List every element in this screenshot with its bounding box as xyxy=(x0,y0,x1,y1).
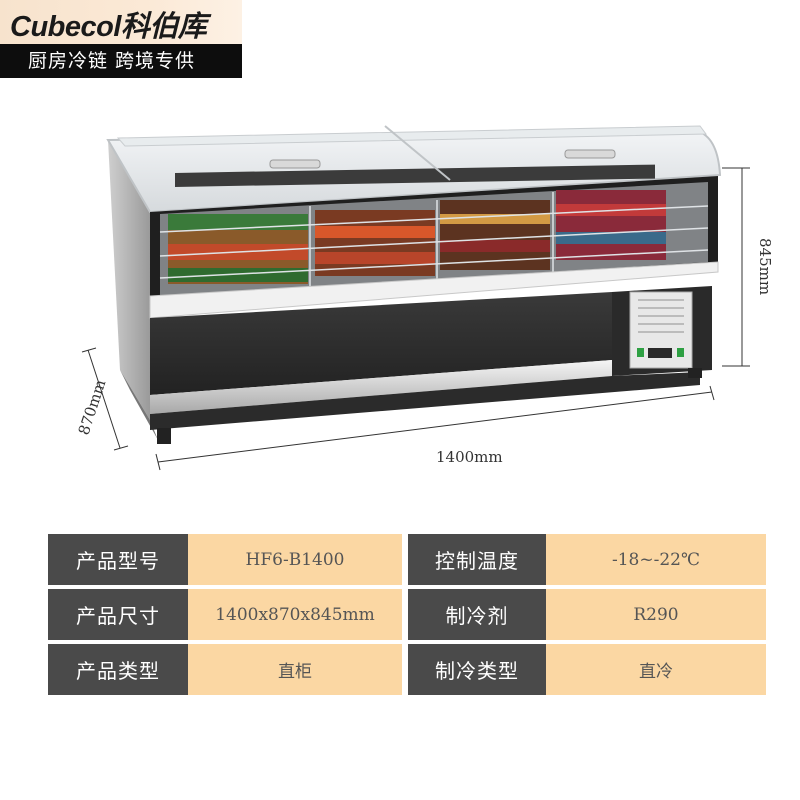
compressor-unit xyxy=(612,286,712,376)
brand-banner: Cubecol科伯库 厨房冷链 跨境专供 xyxy=(0,0,242,80)
spec-label-temperature: 控制温度 xyxy=(402,534,546,585)
brand-tagline: 厨房冷链 跨境专供 xyxy=(0,44,242,78)
frozen-goods xyxy=(168,190,666,284)
spec-label-refrigerant: 制冷剂 xyxy=(402,589,546,640)
freezer-glass-lid xyxy=(106,125,722,214)
freezer-foot xyxy=(157,428,171,444)
temperature-display-icon xyxy=(648,348,672,358)
brand-logo-area: Cubecol科伯库 xyxy=(0,0,242,44)
spec-label-size: 产品尺寸 xyxy=(48,589,188,640)
spec-label-model: 产品型号 xyxy=(48,534,188,585)
spec-value-temperature: -18~-22℃ xyxy=(546,534,766,585)
spec-label-type: 产品类型 xyxy=(48,644,188,695)
spec-value-size: 1400x870x845mm xyxy=(188,589,402,640)
spec-label-cooling-type: 制冷类型 xyxy=(402,644,546,695)
spec-value-refrigerant: R290 xyxy=(546,589,766,640)
light-switch-icon xyxy=(677,348,684,357)
spec-value-type: 直柜 xyxy=(188,644,402,695)
power-switch-icon xyxy=(637,348,644,357)
freezer-side-panel xyxy=(108,140,158,440)
depth-dimension-label: 870mm xyxy=(75,377,110,437)
brand-logo: Cubecol科伯库 xyxy=(10,11,207,43)
dimension-lines xyxy=(81,167,750,471)
spec-value-cooling-type: 直冷 xyxy=(546,644,766,695)
freezer-body xyxy=(150,292,700,430)
width-dimension-label: 1400mm xyxy=(436,448,503,466)
freezer-foot xyxy=(688,368,702,378)
spec-table: 产品型号 HF6-B1400 控制温度 -18~-22℃ 产品尺寸 1400x8… xyxy=(48,534,766,695)
height-dimension-label: 845mm xyxy=(756,238,774,295)
product-illustration: 845mm 870mm 1400mm xyxy=(75,125,774,471)
spec-value-model: HF6-B1400 xyxy=(188,534,402,585)
wire-racks xyxy=(159,192,709,290)
